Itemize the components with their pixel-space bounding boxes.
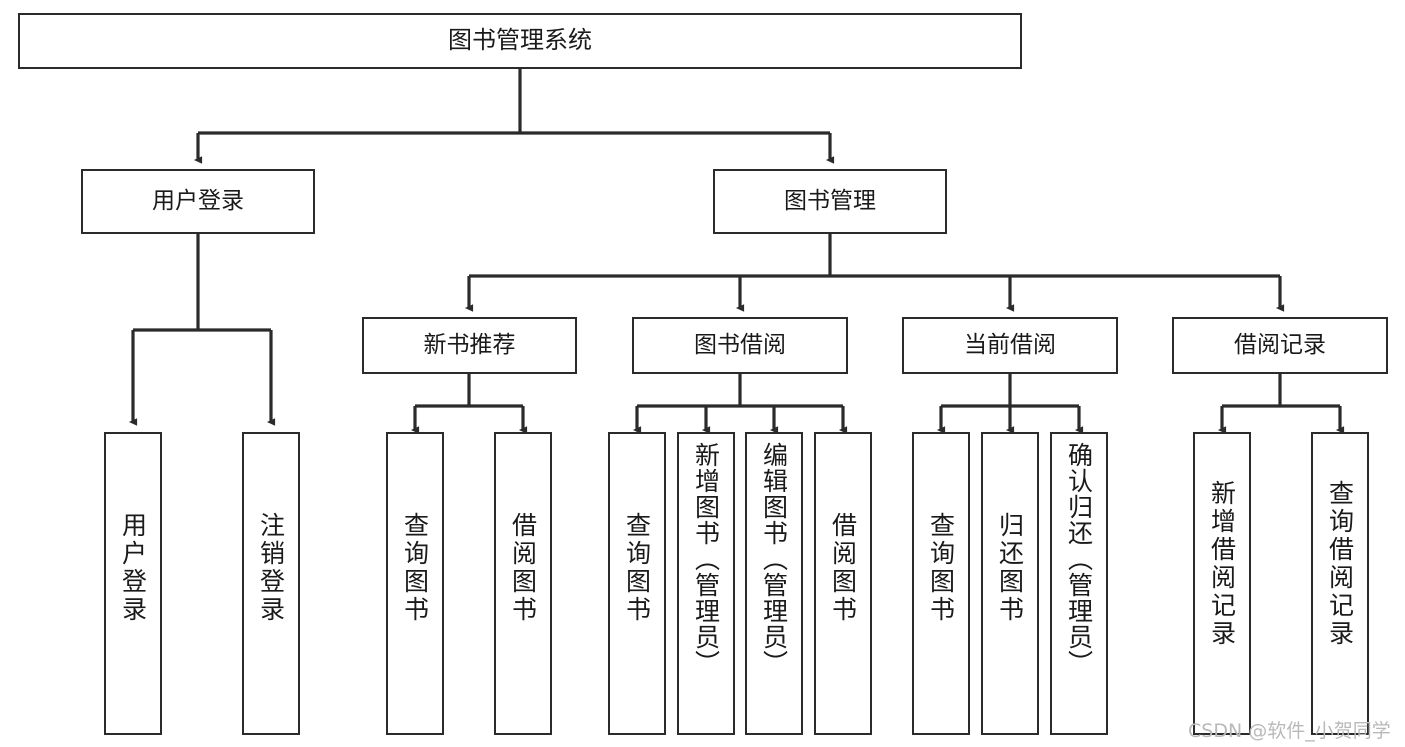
- node-book-management[interactable]: 图书管理: [713, 169, 947, 234]
- leaf-query-book-current[interactable]: 查询图书: [912, 432, 970, 735]
- leaf-confirm-return-admin[interactable]: 确认归还（管理员）: [1050, 432, 1108, 735]
- node-label: 借阅图书: [828, 512, 858, 624]
- node-new-book-recommend[interactable]: 新书推荐: [362, 317, 577, 374]
- node-label: 图书借阅: [694, 332, 786, 359]
- node-current-borrow[interactable]: 当前借阅: [902, 317, 1118, 374]
- leaf-user-login[interactable]: 用户登录: [104, 432, 162, 735]
- leaf-borrow-book[interactable]: 借阅图书: [814, 432, 872, 735]
- node-label: 借阅图书: [508, 512, 538, 624]
- leaf-return-book[interactable]: 归还图书: [981, 432, 1039, 735]
- node-label: 新增借阅记录: [1207, 480, 1237, 648]
- leaf-query-borrow-record[interactable]: 查询借阅记录: [1311, 432, 1369, 735]
- node-label: 图书管理: [784, 188, 876, 215]
- node-book-borrow[interactable]: 图书借阅: [632, 317, 848, 374]
- node-label: 确认归还（管理员）: [1064, 442, 1094, 676]
- node-label: 用户登录: [152, 188, 244, 215]
- node-root-system[interactable]: 图书管理系统: [18, 13, 1022, 69]
- watermark-text: CSDN @软件_小贺同学: [1188, 720, 1391, 742]
- node-label: 归还图书: [995, 512, 1025, 624]
- node-label: 当前借阅: [964, 332, 1056, 359]
- node-label: 借阅记录: [1234, 332, 1326, 359]
- node-label: 用户登录: [118, 512, 148, 624]
- node-label: 新增图书（管理员）: [691, 442, 721, 676]
- leaf-query-book-recommend[interactable]: 查询图书: [386, 432, 444, 735]
- node-label: 查询图书: [926, 512, 956, 624]
- node-label: 编辑图书（管理员）: [759, 442, 789, 676]
- leaf-add-book-admin[interactable]: 新增图书（管理员）: [677, 432, 735, 735]
- node-label: 查询图书: [622, 512, 652, 624]
- leaf-logout[interactable]: 注销登录: [242, 432, 300, 735]
- node-label: 图书管理系统: [448, 26, 592, 55]
- node-label: 查询借阅记录: [1325, 480, 1355, 648]
- node-label: 注销登录: [256, 512, 286, 624]
- leaf-edit-book-admin[interactable]: 编辑图书（管理员）: [745, 432, 803, 735]
- node-label: 查询图书: [400, 512, 430, 624]
- leaf-add-borrow-record[interactable]: 新增借阅记录: [1193, 432, 1251, 735]
- node-user-login[interactable]: 用户登录: [81, 169, 315, 234]
- node-label: 新书推荐: [423, 332, 516, 359]
- node-borrow-record[interactable]: 借阅记录: [1172, 317, 1388, 374]
- leaf-borrow-book-recommend[interactable]: 借阅图书: [494, 432, 552, 735]
- leaf-query-book-borrow[interactable]: 查询图书: [608, 432, 666, 735]
